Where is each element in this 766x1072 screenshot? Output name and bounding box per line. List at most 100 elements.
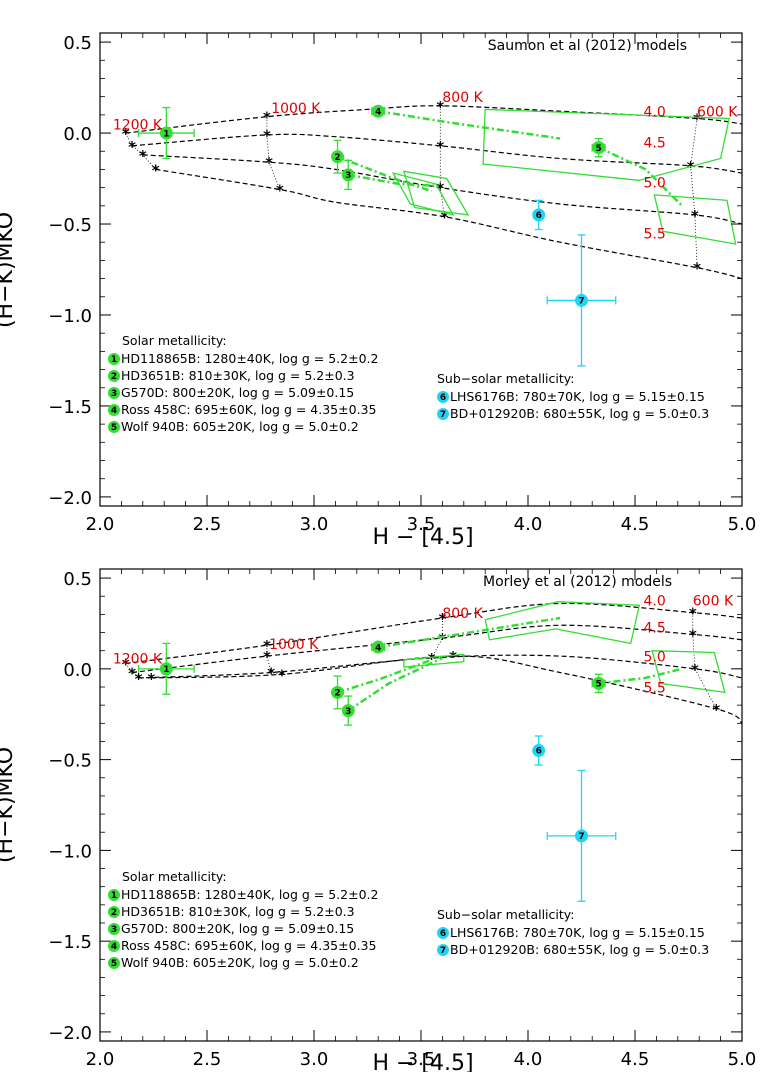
legend-marker bbox=[108, 387, 120, 399]
data-point-number: 6 bbox=[536, 211, 542, 221]
teff-label: 600 K bbox=[693, 593, 734, 609]
teff-label: 1200 K bbox=[113, 651, 163, 667]
y-tick-label: −1.0 bbox=[48, 841, 92, 862]
iso-teff-line bbox=[690, 118, 698, 268]
model-grid-point: * bbox=[449, 648, 457, 666]
model-grid-point: * bbox=[441, 209, 449, 227]
x-tick-label: 2.5 bbox=[193, 1049, 222, 1070]
data-point-marker bbox=[371, 640, 385, 654]
y-tick-label: −2.0 bbox=[48, 488, 92, 509]
model-track bbox=[598, 667, 683, 685]
model-grid-point: * bbox=[689, 605, 697, 623]
iso-teff-line bbox=[125, 132, 156, 170]
legend-entry: HD3651B: 810±30K, log g = 5.2±0.3 bbox=[121, 904, 355, 919]
legend-marker bbox=[437, 408, 449, 420]
data-point-number: 4 bbox=[375, 643, 381, 653]
model-grid-point: * bbox=[263, 648, 271, 666]
model-region bbox=[402, 170, 470, 216]
logg-label: 5.0 bbox=[644, 176, 666, 192]
model-grid-point: * bbox=[152, 161, 160, 179]
iso-teff-line bbox=[266, 116, 281, 190]
x-tick-label: 4.0 bbox=[514, 514, 543, 535]
legend-marker bbox=[437, 944, 449, 956]
model-grid-point: * bbox=[135, 670, 143, 688]
model-grid-point: * bbox=[689, 626, 697, 644]
model-region bbox=[653, 194, 737, 245]
model-curve bbox=[142, 154, 742, 225]
legend-entry: Ross 458C: 695±60K, log g = 4.35±0.35 bbox=[121, 402, 376, 417]
model-grid-point: * bbox=[436, 138, 444, 156]
data-point-marker bbox=[575, 293, 588, 307]
model-track bbox=[598, 146, 683, 207]
teff-label: 1000 K bbox=[271, 101, 321, 117]
legend-marker-number: 2 bbox=[111, 908, 117, 918]
legend-marker bbox=[108, 370, 120, 382]
model-regions bbox=[337, 108, 737, 245]
model-grid-point: * bbox=[139, 147, 147, 165]
x-tick-label: 2.0 bbox=[86, 514, 115, 535]
model-region bbox=[482, 108, 730, 182]
iso-teff-line bbox=[125, 663, 152, 679]
legend-header-solar: Solar metallicity: bbox=[122, 869, 227, 884]
data-point-marker bbox=[371, 104, 385, 118]
model-grid-point: * bbox=[691, 661, 699, 679]
model-grid-point: * bbox=[128, 664, 136, 682]
legend-marker bbox=[108, 957, 120, 969]
iso-teff-line bbox=[266, 645, 282, 675]
model-track bbox=[347, 173, 439, 188]
model-grid-point: * bbox=[436, 180, 444, 198]
x-tick-label: 4.0 bbox=[514, 1049, 543, 1070]
data-point-number: 2 bbox=[334, 153, 340, 163]
data-point-number: 1 bbox=[163, 665, 169, 675]
data-point-marker bbox=[159, 126, 173, 140]
y-axis-label: (H−K)MKO bbox=[0, 747, 18, 863]
data-point-number: 5 bbox=[595, 680, 601, 690]
legend-entry: LHS6176B: 780±70K, log g = 5.15±0.15 bbox=[450, 389, 705, 404]
legend-entry: Wolf 940B: 605±20K, log g = 5.0±0.2 bbox=[121, 955, 359, 970]
x-tick-label: 4.5 bbox=[621, 1049, 650, 1070]
model-grid-point: * bbox=[263, 109, 271, 127]
legend-marker bbox=[108, 353, 120, 365]
data-point-marker bbox=[331, 685, 345, 699]
data-point-marker bbox=[331, 150, 345, 164]
data-point-marker bbox=[532, 744, 546, 758]
data-point-marker bbox=[159, 662, 173, 676]
model-grid-point: * bbox=[122, 125, 130, 143]
legend-marker-number: 3 bbox=[111, 389, 117, 399]
model-track bbox=[378, 616, 561, 649]
x-axis-label: H − [4.5] bbox=[372, 525, 473, 550]
y-tick-label: −1.5 bbox=[48, 932, 92, 953]
legend-marker bbox=[108, 940, 120, 952]
data-point-marker bbox=[532, 208, 546, 222]
y-tick-label: −1.5 bbox=[48, 397, 92, 418]
data-point-number: 2 bbox=[334, 689, 340, 699]
model-grid-point: * bbox=[267, 664, 275, 682]
x-tick-label: 5.0 bbox=[728, 514, 757, 535]
iso-teff-line bbox=[439, 105, 445, 217]
logg-label: 4.5 bbox=[644, 621, 666, 637]
x-tick-label: 2.0 bbox=[86, 1049, 115, 1070]
model-track bbox=[337, 658, 433, 694]
legend-marker-number: 4 bbox=[111, 942, 117, 952]
model-region bbox=[403, 653, 465, 668]
legend-entry: HD118865B: 1280±40K, log g = 5.2±0.2 bbox=[121, 351, 378, 366]
teff-label: 600 K bbox=[697, 105, 738, 121]
legend-entry: HD118865B: 1280±40K, log g = 5.2±0.2 bbox=[121, 887, 378, 902]
model-curves: **************** bbox=[122, 602, 742, 724]
model-grid-point: * bbox=[428, 650, 436, 668]
model-grid-point: * bbox=[122, 655, 130, 673]
legend-marker-number: 7 bbox=[440, 410, 446, 420]
model-grid-point: * bbox=[128, 138, 136, 156]
x-tick-label: 2.5 bbox=[193, 514, 222, 535]
y-tick-label: 0.0 bbox=[63, 124, 92, 145]
legend: Solar metallicity:Sub−solar metallicity:… bbox=[108, 333, 709, 434]
model-track bbox=[337, 155, 433, 193]
model-regions bbox=[337, 601, 726, 712]
y-tick-label: −2.0 bbox=[48, 1023, 92, 1044]
legend-entry: Ross 458C: 695±60K, log g = 4.35±0.35 bbox=[121, 938, 376, 953]
model-grid-point: * bbox=[263, 637, 271, 655]
